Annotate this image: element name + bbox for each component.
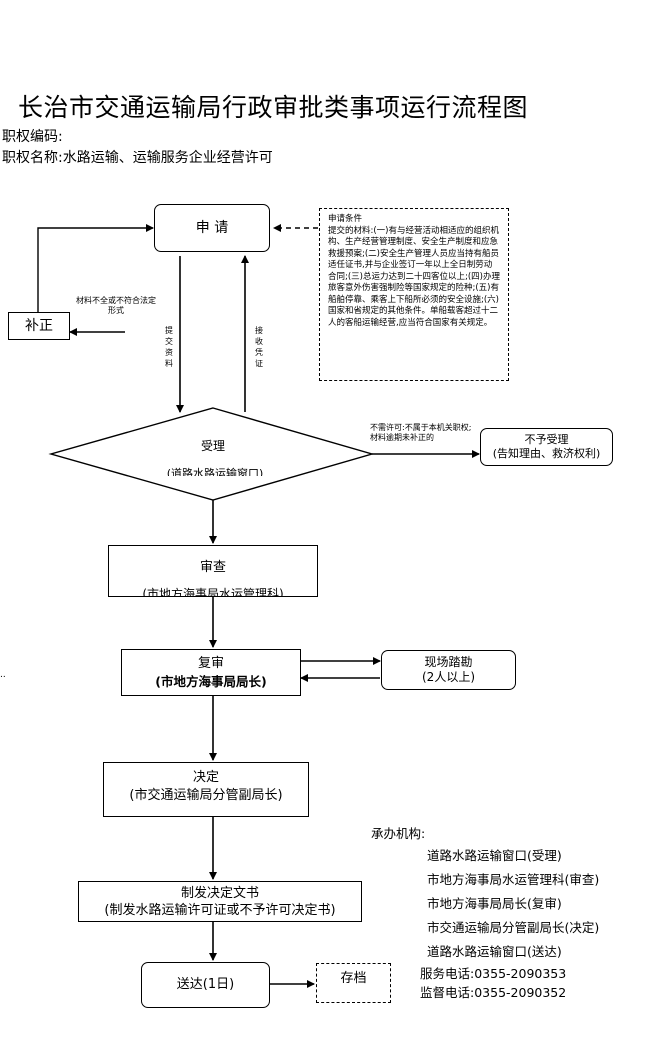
recheck-label: 复审 <box>197 656 224 671</box>
agency-item: 市地方海事局局长(复审) <box>427 896 562 911</box>
decide-sub-label: (市交通运输局分管副局长) <box>129 788 283 803</box>
page-title: 长治市交通运输局行政审批类事项运行流程图 <box>18 93 529 122</box>
service-phone: 服务电话:0355-2090353 <box>420 966 567 981</box>
issue-node: 制发决定文书 (制发水路运输许可证或不予许可决定书) <box>78 881 362 922</box>
decide-node: 决定 (市交通运输局分管副局长) <box>103 762 309 817</box>
reject-node: 不予受理 (告知理由、救济权利) <box>480 428 613 466</box>
site-survey-node: 现场踏勘 (2人以上) <box>381 650 516 690</box>
issue-label: 制发决定文书 <box>180 886 259 901</box>
supervise-phone: 监督电话:0355-2090352 <box>420 985 567 1000</box>
recheck-sub-label: (市地方海事局局长) <box>155 674 267 689</box>
archive-node: 存档 <box>316 963 391 1003</box>
label-receipt: 接收凭证 <box>255 326 263 368</box>
deliver-node: 送达(1日) <box>141 962 270 1008</box>
authority-name: 职权名称:水路运输、运输服务企业经营许可 <box>2 150 273 166</box>
accept-label: 受理 <box>200 439 225 453</box>
authority-code: 职权编码: <box>2 129 63 145</box>
agency-item: 市地方海事局水运管理科(审查) <box>427 872 600 887</box>
supplement-node: 补正 <box>8 312 70 340</box>
label-no-license: 不需许可:不属于本机关职权;材料逾期未补正的 <box>370 423 472 442</box>
review-label: 审查 <box>199 560 226 575</box>
agencies-heading: 承办机构: <box>371 826 426 841</box>
review-node: 审查 (市地方海事局水运管理科) <box>108 545 318 597</box>
label-submit: 提交资料 <box>165 326 173 368</box>
conditions-title: 申请条件 <box>328 214 363 224</box>
reject-label: 不予受理 <box>524 433 569 446</box>
application-conditions: 申请条件 提交的材料:(一)有与经营活动相适应的组织机构、生产经营管理制度、安全… <box>319 208 509 381</box>
agency-item: 道路水路运输窗口(送达) <box>427 944 562 959</box>
conditions-text: 提交的材料:(一)有与经营活动相适应的组织机构、生产经营管理制度、安全生产制度和… <box>328 225 500 328</box>
site-label: 现场踏勘 <box>424 655 473 669</box>
arrow-supplement-to-apply <box>37 224 154 312</box>
recheck-node: 复审 (市地方海事局局长) <box>121 649 301 696</box>
agency-item: 道路水路运输窗口(受理) <box>427 848 562 863</box>
label-incomplete: 材料不全或不符合法定形式 <box>76 296 156 315</box>
margin-mark: .. <box>0 670 6 680</box>
agency-item: 市交通运输局分管副局长(决定) <box>427 920 600 935</box>
apply-node: 申 请 <box>154 204 270 252</box>
issue-sub-label: (制发水路运输许可证或不予许可决定书) <box>104 903 336 918</box>
decide-label: 决定 <box>192 770 219 785</box>
review-sub-label: (市地方海事局水运管理科) <box>142 587 284 597</box>
site-sub-label: (2人以上) <box>422 670 475 684</box>
reject-sub-label: (告知理由、救济权利) <box>492 447 601 460</box>
accept-diamond-shape <box>48 407 375 501</box>
accept-sub-label: (道路水路运输窗口) <box>166 467 264 476</box>
